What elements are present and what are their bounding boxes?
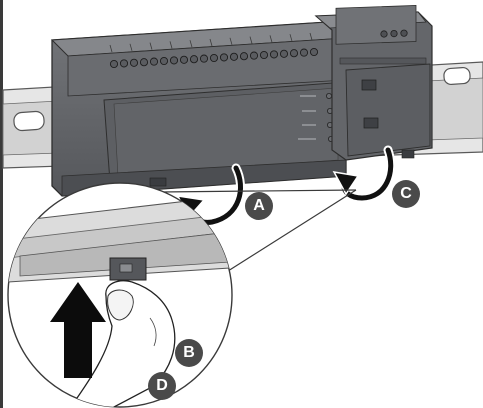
- release-clip-left: [149, 177, 167, 187]
- callout-a: A: [245, 192, 273, 220]
- terminal-block: [109, 47, 319, 69]
- rail-slot-left: [13, 110, 45, 132]
- finger: [68, 280, 176, 407]
- rotation-arrow-c: [332, 145, 396, 203]
- device-housing: [50, 21, 348, 197]
- callout-d: D: [148, 372, 176, 400]
- release-clip-right: [401, 149, 415, 159]
- zoom-detail: [7, 182, 233, 408]
- callout-b: B: [175, 339, 203, 367]
- rail-slot-right: [443, 66, 471, 86]
- status-leds: [298, 93, 334, 142]
- push-arrow: [50, 282, 106, 378]
- frame-left-border: [0, 0, 3, 408]
- right-module: [314, 5, 433, 161]
- callout-c: C: [392, 180, 420, 208]
- module-screws: [380, 29, 408, 38]
